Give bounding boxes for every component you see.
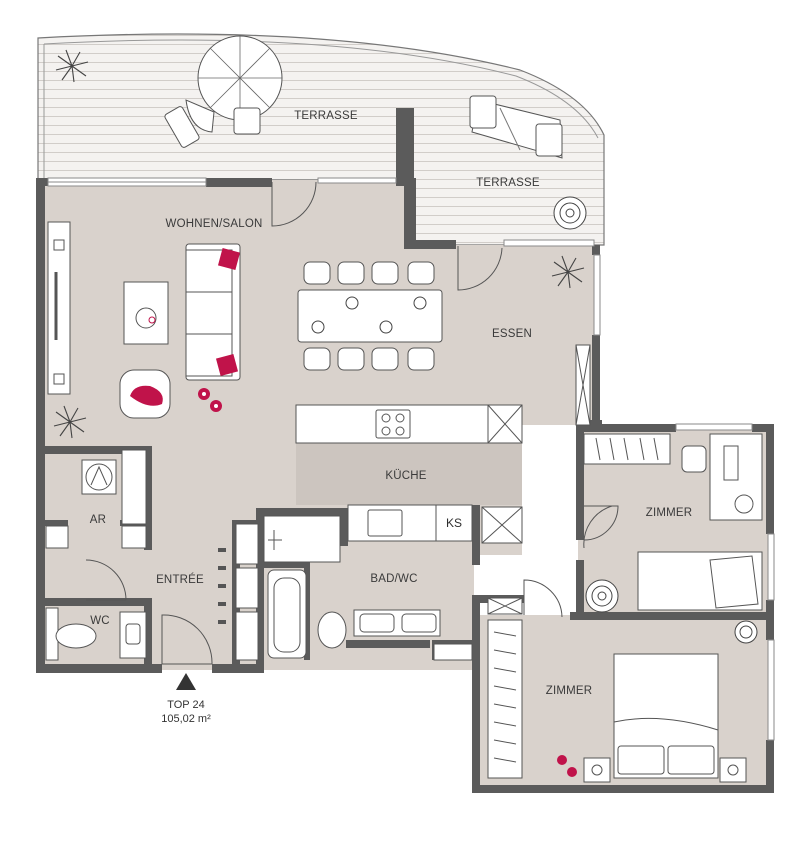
flower-plant-icon [553,196,758,644]
tv-unit [47,221,71,395]
entry-wardrobe [235,523,259,661]
wardrobe-zimmer-2 [487,597,523,779]
coat-hooks [218,548,226,624]
room-label-zimmer-2: ZIMMER [546,685,593,697]
lounge-chairs [469,95,563,159]
desk [681,433,763,521]
ar-furniture [45,449,147,549]
room-label-ar: AR [90,514,106,526]
coffee-table [123,281,169,345]
room-label-terrasse-1: TERRASSE [294,110,358,122]
walls [36,108,774,793]
armchair [119,369,222,419]
wardrobe-living [575,344,591,426]
umbrella-table-set [164,35,283,148]
dining-table [297,261,443,371]
doors [85,181,619,665]
room-label-bad: BAD/WC [370,573,417,585]
room-label-kueche: KÜCHE [385,470,426,482]
unit-area: 105,02 m² [161,713,211,725]
entrance-arrow-icon [176,673,196,690]
kitchen-island [295,404,523,444]
terrace-area [37,33,605,246]
bathroom-fixtures [263,515,473,661]
kitchen-counter [347,504,523,544]
bed-double [557,653,747,783]
fridge-label: KS [446,516,462,530]
wardrobe-zimmer-1 [583,433,671,465]
plant-icon [53,49,585,439]
bed-single [637,551,763,611]
room-label-wc: WC [90,615,110,627]
unit-name: TOP 24 [167,699,205,711]
windows [47,177,775,741]
room-label-entree: ENTRÉE [156,573,204,586]
room-label-essen: ESSEN [492,328,532,340]
wc-fixtures [45,607,147,661]
room-label-terrasse-2: TERRASSE [476,177,540,189]
room-labels: TERRASSE TERRASSE WOHNEN/SALON ESSEN KÜC… [90,110,692,725]
sofa [185,243,241,381]
room-label-zimmer-1: ZIMMER [646,507,693,519]
room-label-wohnen: WOHNEN/SALON [166,218,263,230]
